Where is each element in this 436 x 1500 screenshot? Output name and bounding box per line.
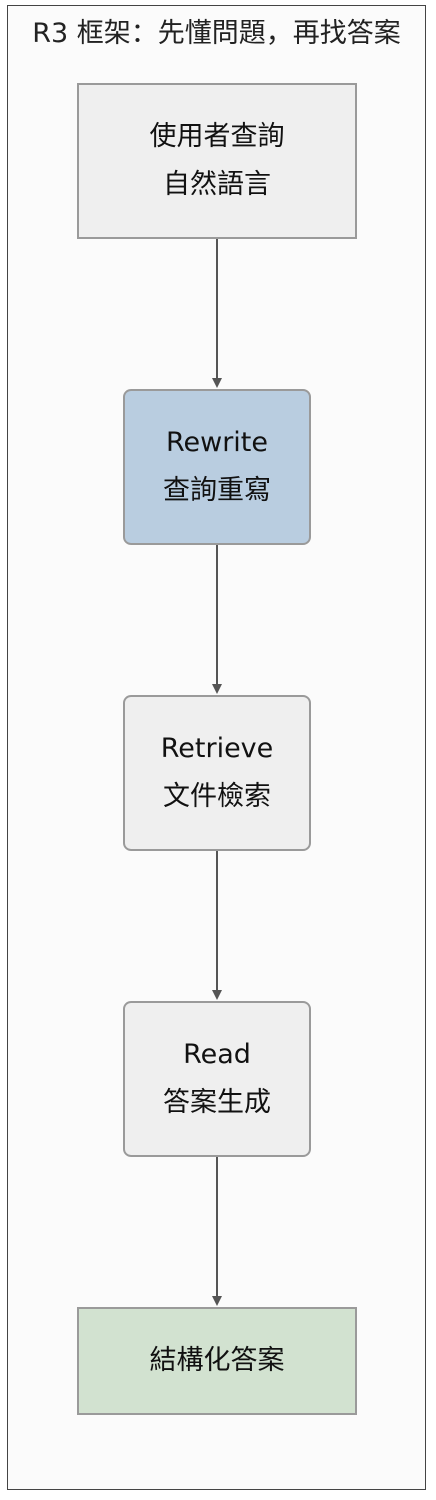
node-retrieve-line-2: 文件檢索 [163,781,271,812]
diagram-title: R3 框架：先懂問題，再找答案 [32,18,401,49]
node-structured-answer-line-1: 結構化答案 [149,1345,285,1376]
node-read: Read 答案生成 [123,1001,311,1157]
node-read-line-1: Read [183,1039,251,1070]
node-structured-answer: 結構化答案 [77,1307,357,1415]
node-rewrite: Rewrite 查詢重寫 [123,389,311,545]
node-user-query-line-2: 自然語言 [163,169,271,200]
node-retrieve-line-1: Retrieve [160,733,274,764]
node-read-line-2: 答案生成 [163,1087,271,1118]
node-retrieve: Retrieve 文件檢索 [123,695,311,851]
node-rewrite-line-1: Rewrite [165,427,269,458]
node-user-query: 使用者查詢 自然語言 [77,83,357,239]
node-user-query-line-1: 使用者查詢 [149,121,285,152]
node-rewrite-line-2: 查詢重寫 [163,475,271,506]
